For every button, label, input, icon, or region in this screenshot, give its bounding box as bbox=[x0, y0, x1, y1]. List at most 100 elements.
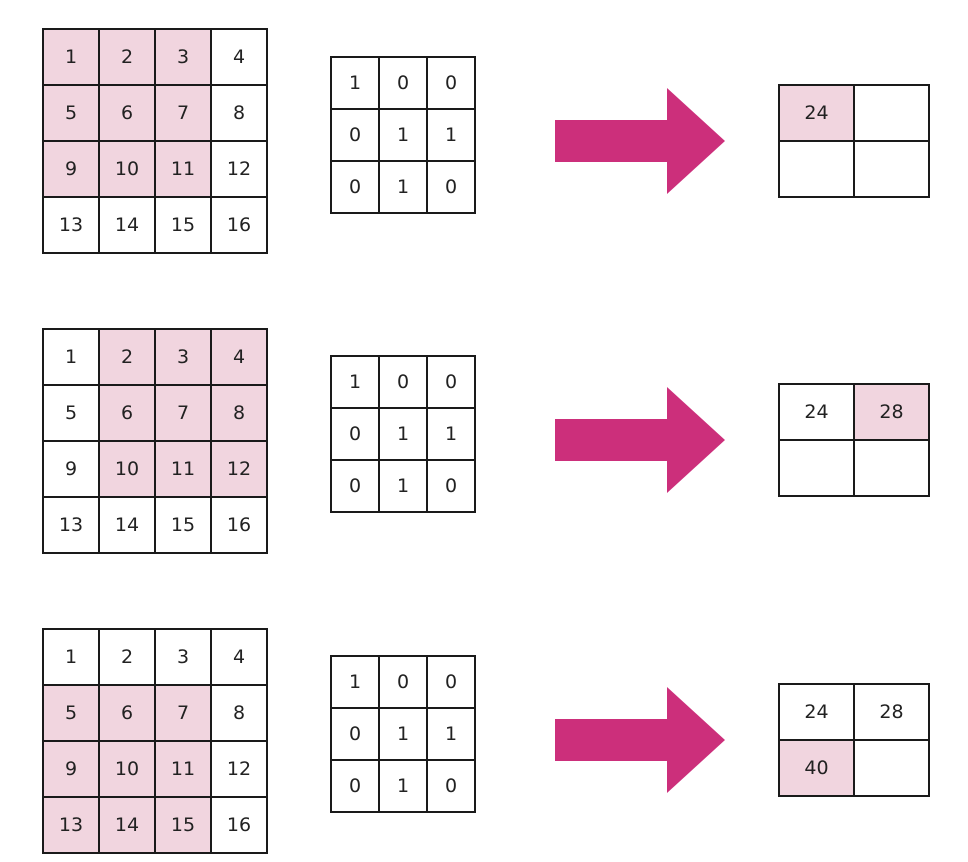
kernel-matrix-cell: 1 bbox=[378, 707, 428, 761]
kernel-matrix-cell: 0 bbox=[378, 56, 428, 110]
kernel-matrix-cell: 0 bbox=[330, 459, 380, 513]
input-matrix-cell: 15 bbox=[154, 196, 212, 254]
kernel-matrix-cell: 1 bbox=[378, 108, 428, 162]
input-matrix-cell: 5 bbox=[42, 384, 100, 442]
output-matrix-row bbox=[778, 439, 930, 497]
input-matrix-cell: 7 bbox=[154, 384, 212, 442]
right-arrow-icon bbox=[555, 88, 725, 194]
right-arrow-icon bbox=[555, 387, 725, 493]
input-matrix-cell: 5 bbox=[42, 84, 100, 142]
input-matrix-cell: 8 bbox=[210, 384, 268, 442]
output-matrix-cell: 24 bbox=[778, 683, 855, 741]
output-matrix-cell bbox=[853, 439, 930, 497]
kernel-matrix-cell: 1 bbox=[330, 355, 380, 409]
kernel-matrix-cell: 1 bbox=[378, 459, 428, 513]
input-matrix-cell: 15 bbox=[154, 496, 212, 554]
output-matrix-row: 24 bbox=[778, 84, 930, 142]
input-matrix-cell: 1 bbox=[42, 328, 100, 386]
input-matrix-cell: 1 bbox=[42, 28, 100, 86]
kernel-matrix-cell: 0 bbox=[426, 160, 476, 214]
input-matrix-cell: 8 bbox=[210, 684, 268, 742]
input-matrix-cell: 9 bbox=[42, 440, 100, 498]
input-matrix-cell: 10 bbox=[98, 440, 156, 498]
input-matrix-cell: 8 bbox=[210, 84, 268, 142]
input-matrix-cell: 2 bbox=[98, 628, 156, 686]
kernel-matrix-cell: 0 bbox=[426, 759, 476, 813]
input-matrix-cell: 3 bbox=[154, 28, 212, 86]
input-matrix-cell: 11 bbox=[154, 740, 212, 798]
input-matrix-cell: 11 bbox=[154, 140, 212, 198]
input-matrix-cell: 13 bbox=[42, 796, 100, 854]
output-matrix-cell: 28 bbox=[853, 683, 930, 741]
right-arrow-icon bbox=[555, 687, 725, 793]
kernel-matrix-cell: 0 bbox=[330, 407, 380, 461]
input-matrix-cell: 6 bbox=[98, 684, 156, 742]
input-matrix-cell: 16 bbox=[210, 196, 268, 254]
input-matrix-cell: 10 bbox=[98, 740, 156, 798]
kernel-matrix-cell: 0 bbox=[426, 459, 476, 513]
output-matrix-cell: 24 bbox=[778, 84, 855, 142]
kernel-matrix-cell: 1 bbox=[426, 407, 476, 461]
input-matrix-cell: 4 bbox=[210, 328, 268, 386]
input-matrix-cell: 4 bbox=[210, 28, 268, 86]
input-matrix-cell: 12 bbox=[210, 440, 268, 498]
input-matrix-cell: 6 bbox=[98, 384, 156, 442]
kernel-matrix-cell: 0 bbox=[330, 160, 380, 214]
input-matrix-cell: 12 bbox=[210, 140, 268, 198]
kernel-matrix-cell: 0 bbox=[330, 759, 380, 813]
kernel-matrix-cell: 1 bbox=[426, 108, 476, 162]
kernel-matrix-cell: 0 bbox=[378, 655, 428, 709]
output-matrix-row bbox=[778, 140, 930, 198]
kernel-matrix-cell: 0 bbox=[330, 108, 380, 162]
output-matrix-row: 40 bbox=[778, 739, 930, 797]
input-matrix-cell: 10 bbox=[98, 140, 156, 198]
kernel-matrix-cell: 0 bbox=[426, 56, 476, 110]
input-matrix-cell: 15 bbox=[154, 796, 212, 854]
input-matrix-cell: 13 bbox=[42, 496, 100, 554]
kernel-matrix-cell: 1 bbox=[378, 407, 428, 461]
kernel-matrix-cell: 0 bbox=[330, 707, 380, 761]
output-matrix-cell bbox=[778, 140, 855, 198]
input-matrix-cell: 16 bbox=[210, 496, 268, 554]
input-matrix-cell: 12 bbox=[210, 740, 268, 798]
output-matrix-cell: 24 bbox=[778, 383, 855, 441]
input-matrix-cell: 16 bbox=[210, 796, 268, 854]
input-matrix-cell: 7 bbox=[154, 684, 212, 742]
kernel-matrix-cell: 1 bbox=[378, 160, 428, 214]
input-matrix-cell: 9 bbox=[42, 140, 100, 198]
input-matrix-cell: 14 bbox=[98, 496, 156, 554]
input-matrix-cell: 3 bbox=[154, 628, 212, 686]
input-matrix-cell: 9 bbox=[42, 740, 100, 798]
input-matrix-cell: 7 bbox=[154, 84, 212, 142]
kernel-matrix-cell: 1 bbox=[330, 655, 380, 709]
input-matrix-cell: 2 bbox=[98, 28, 156, 86]
output-matrix-cell bbox=[778, 439, 855, 497]
input-matrix-cell: 4 bbox=[210, 628, 268, 686]
